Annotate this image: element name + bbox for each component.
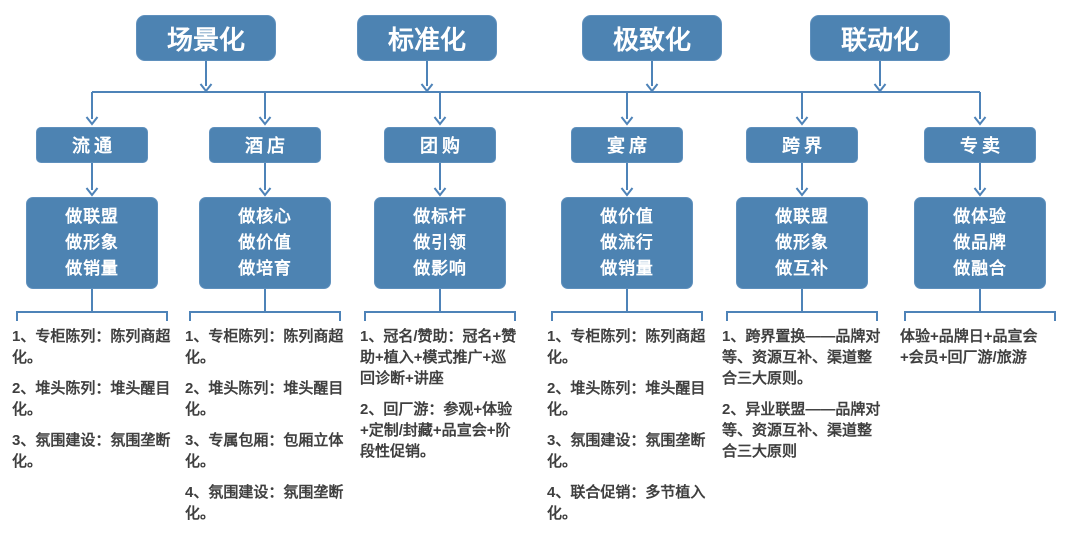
tactic-item: 3、氛围建设：氛围垄断化。: [12, 432, 171, 470]
strategy-line: 做融合: [953, 259, 1007, 278]
channel-box-crossover: 跨界: [746, 127, 858, 163]
tactic-item: 2、堆头陈列：堆头醒目化。: [547, 380, 706, 418]
strategy-line: 做影响: [413, 259, 467, 278]
tactic-item: 1、冠名/赞助：冠名+赞助+植入+模式推广+巡回诊断+讲座: [360, 328, 517, 387]
strategy-line: 做联盟: [65, 207, 119, 226]
tactics-list-circulation: 1、专柜陈列：陈列商超化。 2、堆头陈列：堆头醒目化。 3、氛围建设：氛围垄断化…: [12, 326, 172, 482]
strategy-box-banquet: 做价值 做流行 做销量: [561, 197, 693, 289]
strategy-line: 做流行: [600, 233, 654, 252]
tactic-item: 1、专柜陈列：陈列商超化。: [185, 328, 344, 366]
header-box-scenario: 场景化: [136, 15, 276, 61]
header-box-ultimate: 极致化: [582, 15, 722, 61]
strategy-line: 做标杆: [413, 207, 467, 226]
tactic-item: 3、氛围建设：氛围垄断化。: [547, 432, 706, 470]
tactic-item: 1、专柜陈列：陈列商超化。: [547, 328, 706, 366]
tactic-item: 2、堆头陈列：堆头醒目化。: [12, 380, 171, 418]
tactic-item: 3、专属包厢：包厢立体化。: [185, 432, 344, 470]
tactic-item: 4、联合促销：多节植入化。: [547, 484, 706, 522]
strategy-line: 做引领: [413, 233, 467, 252]
strategy-line: 做形象: [65, 233, 119, 252]
strategy-line: 做形象: [775, 233, 829, 252]
tactic-item: 2、回厂游：参观+体验+定制/封藏+品宣会+阶段性促销。: [360, 401, 513, 460]
channel-box-circulation: 流通: [36, 127, 148, 163]
strategy-line: 做体验: [953, 207, 1007, 226]
tactics-list-groupbuy: 1、冠名/赞助：冠名+赞助+植入+模式推广+巡回诊断+讲座 2、回厂游：参观+体…: [360, 326, 520, 472]
channel-box-exclusive: 专卖: [924, 127, 1036, 163]
tactic-item: 4、氛围建设：氛围垄断化。: [185, 484, 344, 522]
header-box-linkage: 联动化: [810, 15, 950, 61]
tactics-list-banquet: 1、专柜陈列：陈列商超化。 2、堆头陈列：堆头醒目化。 3、氛围建设：氛围垄断化…: [547, 326, 707, 534]
strategy-box-circulation: 做联盟 做形象 做销量: [26, 197, 158, 289]
tactic-item: 1、跨界置换——品牌对等、资源互补、渠道整合三大原则。: [722, 328, 881, 387]
strategy-line: 做销量: [600, 259, 654, 278]
strategy-box-hotel: 做核心 做价值 做培育: [199, 197, 331, 289]
tactic-item: 体验+品牌日+品宣会+会员+回厂游/旅游: [900, 328, 1038, 366]
strategy-box-exclusive: 做体验 做品牌 做融合: [914, 197, 1046, 289]
tactics-list-exclusive: 体验+品牌日+品宣会+会员+回厂游/旅游: [900, 326, 1060, 378]
tactic-item: 2、异业联盟——品牌对等、资源互补、渠道整合三大原则: [722, 401, 881, 460]
channel-box-banquet: 宴席: [571, 127, 683, 163]
strategy-line: 做销量: [65, 259, 119, 278]
header-box-standard: 标准化: [357, 15, 497, 61]
channel-box-groupbuy: 团购: [384, 127, 496, 163]
strategy-box-groupbuy: 做标杆 做引领 做影响: [374, 197, 506, 289]
strategy-box-crossover: 做联盟 做形象 做互补: [736, 197, 868, 289]
strategy-line: 做培育: [238, 259, 292, 278]
strategy-line: 做品牌: [953, 233, 1007, 252]
strategy-line: 做互补: [775, 259, 829, 278]
strategy-line: 做联盟: [775, 207, 829, 226]
tactic-item: 2、堆头陈列：堆头醒目化。: [185, 380, 344, 418]
strategy-line: 做价值: [600, 207, 654, 226]
channel-box-hotel: 酒店: [209, 127, 321, 163]
strategy-line: 做价值: [238, 233, 292, 252]
strategy-line: 做核心: [238, 207, 292, 226]
tactics-list-hotel: 1、专柜陈列：陈列商超化。 2、堆头陈列：堆头醒目化。 3、专属包厢：包厢立体化…: [185, 326, 345, 534]
tactic-item: 1、专柜陈列：陈列商超化。: [12, 328, 171, 366]
tactics-list-crossover: 1、跨界置换——品牌对等、资源互补、渠道整合三大原则。 2、异业联盟——品牌对等…: [722, 326, 882, 472]
